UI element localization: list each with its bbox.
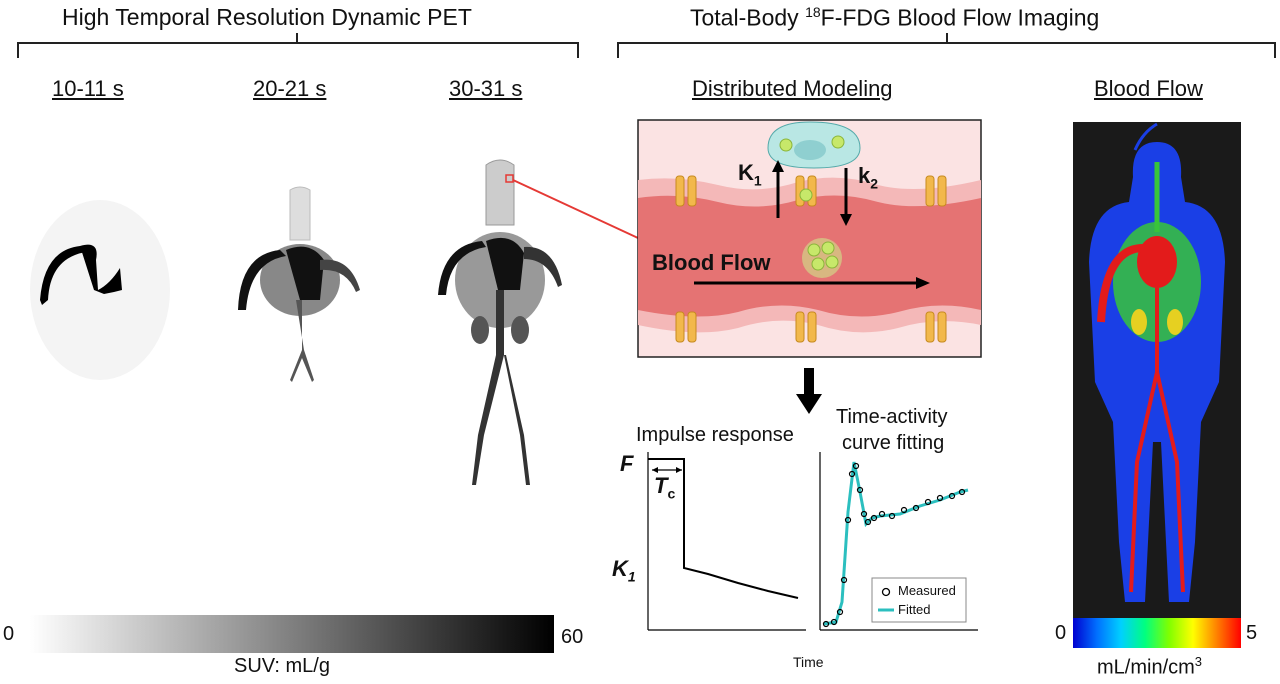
- model-blood-flow-label: Blood Flow: [652, 250, 771, 275]
- suv-colorbar-max: 60: [561, 626, 584, 648]
- tac-legend-fitted: Fitted: [898, 602, 931, 617]
- impulse-k1-label: K1: [612, 556, 636, 584]
- flow-map-title: Blood Flow: [1094, 76, 1203, 101]
- left-panel-title: High Temporal Resolution Dynamic PET: [62, 4, 472, 30]
- tac-title-line1: Time-activity: [836, 406, 948, 428]
- suv-colorbar-unit: SUV: mL/g: [234, 655, 330, 677]
- flow-unit-sup: 3: [1194, 654, 1203, 669]
- pet-frame-10-11s: [30, 200, 170, 380]
- model-k2-main: k: [858, 163, 871, 188]
- right-bracket-tick: [946, 33, 948, 43]
- flow-colorbar-min: 0: [1055, 622, 1067, 644]
- blood-flow-map: [1073, 122, 1241, 618]
- tac-plot: [819, 452, 978, 631]
- tac-title-line2: curve fitting: [842, 432, 945, 454]
- frame-label-3: 30-31 s: [449, 76, 523, 101]
- suv-colorbar-min: 0: [3, 623, 15, 645]
- right-bracket: [617, 42, 1276, 58]
- impulse-k1-sub: 1: [627, 568, 636, 585]
- frame-label-2: 20-21 s: [253, 76, 327, 101]
- flow-colorbar-max: 5: [1246, 622, 1258, 644]
- suv-colorbar: [30, 615, 554, 653]
- model-title: Distributed Modeling: [692, 76, 893, 101]
- left-bracket-tick: [296, 33, 298, 43]
- tac-x-label: Time: [793, 654, 824, 670]
- tac-fitted-curve: [823, 461, 969, 626]
- model-k2-label: k2: [858, 163, 878, 191]
- junction-top-row: [675, 175, 947, 207]
- impulse-title: Impulse response: [636, 424, 794, 446]
- model-k2-sub: 2: [870, 175, 879, 192]
- flow-colorbar-unit: mL/min/cm3: [1097, 654, 1202, 680]
- impulse-f-label: F: [620, 451, 634, 476]
- distributed-model-diagram: [637, 119, 982, 358]
- pet-frame-20-21s: [238, 186, 360, 382]
- junction-bottom-row: [675, 311, 947, 343]
- right-panel-title: Total-Body 18F-FDG Blood Flow Imaging: [690, 4, 1099, 32]
- model-k1-sub: 1: [753, 172, 762, 189]
- impulse-tc-label: Tc: [654, 473, 675, 501]
- impulse-response-plot: [647, 452, 806, 631]
- model-k1-label: K1: [738, 160, 762, 188]
- frame-label-1: 10-11 s: [52, 76, 124, 101]
- model-k1-main: K: [738, 160, 754, 185]
- impulse-tc-main: T: [654, 473, 668, 498]
- tac-measured-points: [822, 462, 966, 628]
- down-arrow-icon: [796, 368, 822, 414]
- impulse-k1-main: K: [612, 556, 628, 581]
- impulse-tc-sub: c: [667, 485, 676, 502]
- flow-unit-pre: mL/min/cm: [1097, 656, 1195, 679]
- flow-colorbar: [1073, 618, 1241, 648]
- left-bracket: [17, 42, 579, 58]
- pet-frame-30-31s: [438, 159, 562, 485]
- tac-legend-measured: Measured: [898, 583, 956, 598]
- right-title-sup: 18: [805, 4, 821, 20]
- right-title-pre: Total-Body: [690, 4, 806, 31]
- right-title-post: F-FDG Blood Flow Imaging: [820, 4, 1100, 31]
